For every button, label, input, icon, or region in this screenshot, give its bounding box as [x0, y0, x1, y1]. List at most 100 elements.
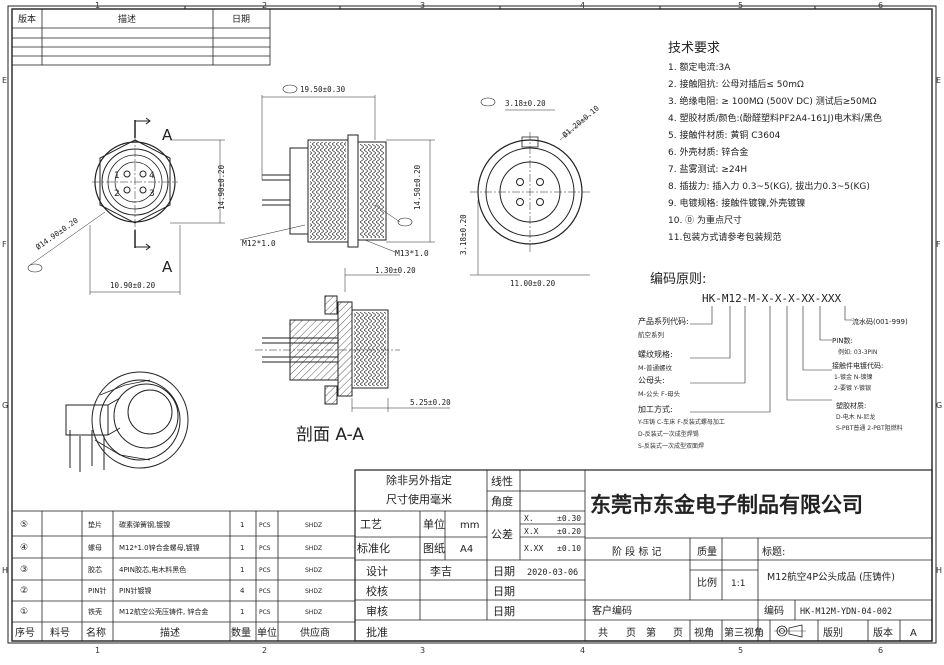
- grid-bottom: 1 2 3 4 5 6: [95, 646, 883, 655]
- svg-text:4PIN胶芯,电木料黑色: 4PIN胶芯,电木料黑色: [119, 565, 186, 574]
- bom-rows: ⑤ 垫片 碳素弹簧钢,镀镍 1 PCS SHDZ ④ 螺母 M12*1.0锌合金…: [20, 520, 322, 617]
- code-pin-label: PIN数:: [832, 336, 853, 345]
- svg-text:4: 4: [580, 646, 585, 655]
- svg-text:螺母: 螺母: [88, 543, 102, 552]
- tol-val-2: ±0.20: [557, 527, 581, 536]
- dim-5-25: 5.25±0.20: [410, 398, 451, 407]
- dim-14-50: 14.50±0.20: [413, 164, 422, 210]
- tech-list: 1. 额定电流:3A 2. 接触阻抗: 公母对插后≤ 50mΩ 3. 绝缘电阻:…: [668, 61, 882, 243]
- svg-text:PCS: PCS: [259, 567, 271, 574]
- tol-row-1: X.: [524, 514, 534, 523]
- side-view: [239, 95, 435, 253]
- svg-text:日期: 日期: [493, 605, 515, 618]
- svg-text:H: H: [2, 566, 8, 575]
- tol-angle: 角度: [491, 494, 513, 508]
- grid-top: 1 2 3 4 5 6: [95, 1, 883, 10]
- svg-text:第: 第: [646, 626, 656, 639]
- tech-item: 7. 盐雾测试: ≥24H: [668, 163, 747, 175]
- svg-text:SHDZ: SHDZ: [305, 522, 322, 529]
- table-row: ③ 胶芯 4PIN胶芯,电木料黑色 1 PCS SHDZ: [20, 565, 322, 575]
- svg-text:②: ②: [20, 586, 28, 596]
- tol-val-1: ±0.30: [557, 514, 581, 523]
- svg-text:④: ④: [20, 543, 28, 553]
- sign-std: 标准化: [357, 541, 390, 555]
- tech-item: 5. 接触件材质: 黄铜 C3604: [668, 129, 781, 141]
- pin-label-1: 1: [114, 171, 120, 181]
- sign-date-value: 2020-03-06: [527, 568, 578, 578]
- grid-col-2: 2: [262, 1, 267, 10]
- grid-rows: E F G H E F G H: [2, 76, 942, 575]
- svg-text:PIN针镀镍: PIN针镀镍: [119, 586, 152, 595]
- svg-text:3: 3: [420, 646, 425, 655]
- svg-text:SHDZ: SHDZ: [305, 567, 322, 574]
- tol-row-3: X.XX: [524, 544, 543, 553]
- key-dim-marker: [282, 84, 298, 94]
- svg-text:F: F: [2, 240, 7, 249]
- sign-sheet-value: A4: [460, 544, 473, 555]
- sign-date: 日期: [493, 565, 515, 578]
- thread-m13: M13*1.0: [395, 249, 429, 258]
- tech-item: 6. 外壳材质: 锌合金: [668, 146, 748, 158]
- title-block-grid: [354, 469, 933, 642]
- sign-craft: 工艺: [360, 518, 382, 531]
- code-serial-label: 流水码(001-999): [852, 317, 908, 326]
- third-angle-label: 第三视角: [724, 626, 764, 639]
- svg-text:PCS: PCS: [259, 545, 271, 552]
- code-process-sub: D-反装式一次成型焊锡: [638, 430, 699, 438]
- tech-item: 3. 绝缘电阻: ≥ 100MΩ (500V DC) 测试后≥50MΩ: [668, 95, 876, 107]
- table-row: ① 铁壳 M12航空公壳压铸件, 锌合金 1 PCS SHDZ: [20, 607, 322, 617]
- svg-text:名称: 名称: [86, 626, 106, 639]
- svg-text:E: E: [2, 76, 7, 85]
- svg-text:序号: 序号: [15, 626, 35, 639]
- dim-1-30: 1.30±0.20: [375, 266, 416, 275]
- title-label: 标题:: [762, 546, 785, 558]
- sign-check: 校核: [366, 584, 388, 598]
- grid-col-1: 1: [95, 1, 100, 10]
- tol-row-2: X.X: [524, 527, 539, 536]
- svg-text:日期: 日期: [493, 585, 515, 598]
- svg-text:1: 1: [95, 646, 100, 655]
- code-pin-sub: 例如: 03-3PIN: [838, 348, 877, 356]
- section-view: [255, 268, 450, 412]
- svg-text:单位: 单位: [257, 626, 277, 639]
- drawing-title: M12航空4P公头成品 (压铸件): [767, 571, 895, 583]
- svg-text:2: 2: [262, 646, 267, 655]
- sign-unit-value: mm: [460, 520, 479, 531]
- svg-text:SHDZ: SHDZ: [305, 545, 322, 552]
- svg-text:1: 1: [240, 521, 244, 529]
- code-thread-label: 螺纹规格:: [638, 349, 673, 359]
- scale-label: 比例: [697, 576, 717, 589]
- svg-text:①: ①: [20, 607, 28, 617]
- grid-col-3: 3: [420, 1, 425, 10]
- dim-dia-1-20: Ø1.20±0.10: [561, 103, 602, 139]
- code-plating-sub: 2-要镀 Y-镀银: [834, 384, 871, 392]
- code-gender-sub: M-公头 F-母头: [638, 389, 681, 398]
- code-plastic-sub: D-电木 N-尼龙: [836, 413, 875, 421]
- svg-text:6: 6: [878, 646, 883, 655]
- svg-text:M12*1.0锌合金螺母,镀镍: M12*1.0锌合金螺母,镀镍: [119, 543, 200, 552]
- rev-col-date: 日期: [232, 14, 250, 25]
- svg-text:H: H: [936, 566, 942, 575]
- svg-text:描述: 描述: [160, 626, 180, 639]
- grid-col-5: 5: [738, 1, 743, 10]
- version-label: 版本: [873, 626, 893, 639]
- svg-text:PCS: PCS: [259, 609, 271, 616]
- svg-text:SHDZ: SHDZ: [305, 609, 322, 616]
- table-row: ⑤ 垫片 碳素弹簧钢,镀镍 1 PCS SHDZ: [20, 520, 322, 530]
- section-title: 剖面 A-A: [296, 425, 364, 445]
- svg-text:数量: 数量: [231, 626, 251, 639]
- code-plastic-label: 塑胶材质:: [836, 401, 866, 410]
- tol-label: 公差: [491, 527, 513, 541]
- svg-text:垫片: 垫片: [88, 520, 102, 529]
- code-process-label: 加工方式:: [638, 404, 673, 414]
- tol-note-2: 尺寸使用毫米: [386, 492, 452, 506]
- pin-label-2: 2: [114, 189, 120, 199]
- pin-label-3: 3: [149, 189, 155, 199]
- tech-title: 技术要求: [668, 41, 720, 56]
- rev-col-version: 版本: [18, 13, 36, 25]
- view-angle-label: 视角: [694, 626, 714, 639]
- bom-table-grid: [11, 510, 356, 642]
- grid-col-6: 6: [878, 1, 883, 10]
- svg-text:E: E: [936, 76, 941, 85]
- sign-unit: 单位: [423, 517, 445, 531]
